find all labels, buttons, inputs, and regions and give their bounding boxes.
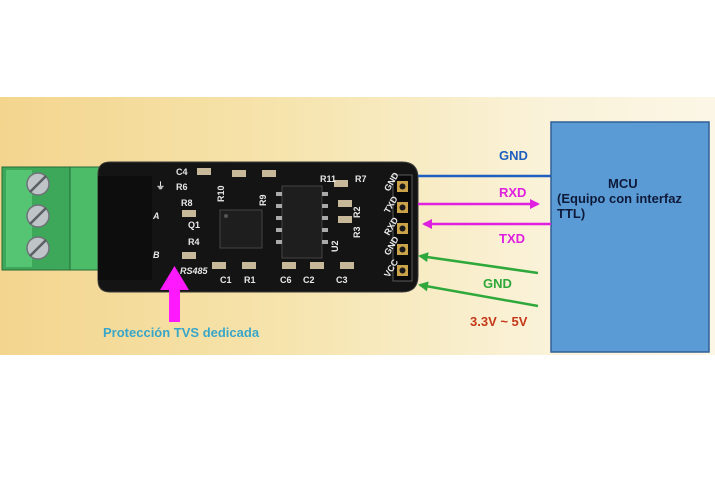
tvs-pointer-arrow xyxy=(160,266,189,322)
label-c1: C1 xyxy=(220,275,232,285)
gnd-bottom-label: GND xyxy=(483,276,512,291)
tvs-annotation: Protección TVS dedicada xyxy=(103,325,260,340)
label-r1: R1 xyxy=(244,275,256,285)
label-r10: R10 xyxy=(216,185,226,202)
rxd-label: RXD xyxy=(499,185,527,200)
vcc-label: 3.3V ~ 5V xyxy=(470,314,528,329)
pin-header xyxy=(392,174,413,282)
label-q1: Q1 xyxy=(188,220,200,230)
screw-1 xyxy=(26,172,50,196)
label-r2: R2 xyxy=(352,206,362,218)
label-c6: C6 xyxy=(280,275,292,285)
label-c2: C2 xyxy=(303,275,315,285)
label-r4: R4 xyxy=(188,237,200,247)
label-r3: R3 xyxy=(352,226,362,238)
label-c3: C3 xyxy=(336,275,348,285)
screw-2 xyxy=(26,204,50,228)
terminal-label-b: B xyxy=(153,250,160,260)
label-r11: R11 xyxy=(320,174,336,184)
gnd-bottom-arrow xyxy=(418,252,539,275)
main-ic xyxy=(276,185,328,259)
label-r8: R8 xyxy=(181,198,193,208)
txd-label: TXD xyxy=(499,231,525,246)
mcu-title: MCU xyxy=(608,176,638,191)
label-u2: U2 xyxy=(330,240,340,252)
rs485-chip xyxy=(219,209,263,249)
gnd-top-label: GND xyxy=(499,148,528,163)
label-r7: R7 xyxy=(355,174,367,184)
label-r9: R9 xyxy=(258,194,268,206)
vcc-arrow xyxy=(418,281,539,308)
label-rs485: RS485 xyxy=(180,266,209,276)
terminal-label-a: A xyxy=(152,211,160,221)
mcu-box xyxy=(550,121,710,353)
mcu-subtitle: (Equipo con interfaz TTL) xyxy=(557,191,682,221)
smd-components xyxy=(182,168,354,269)
label-c4: C4 xyxy=(176,167,188,177)
pcb-board: GND TXD RXD GND VCC A B ⏚ xyxy=(97,161,419,293)
ground-icon: ⏚ xyxy=(156,181,165,191)
screw-3 xyxy=(26,236,50,260)
label-r6: R6 xyxy=(176,182,188,192)
